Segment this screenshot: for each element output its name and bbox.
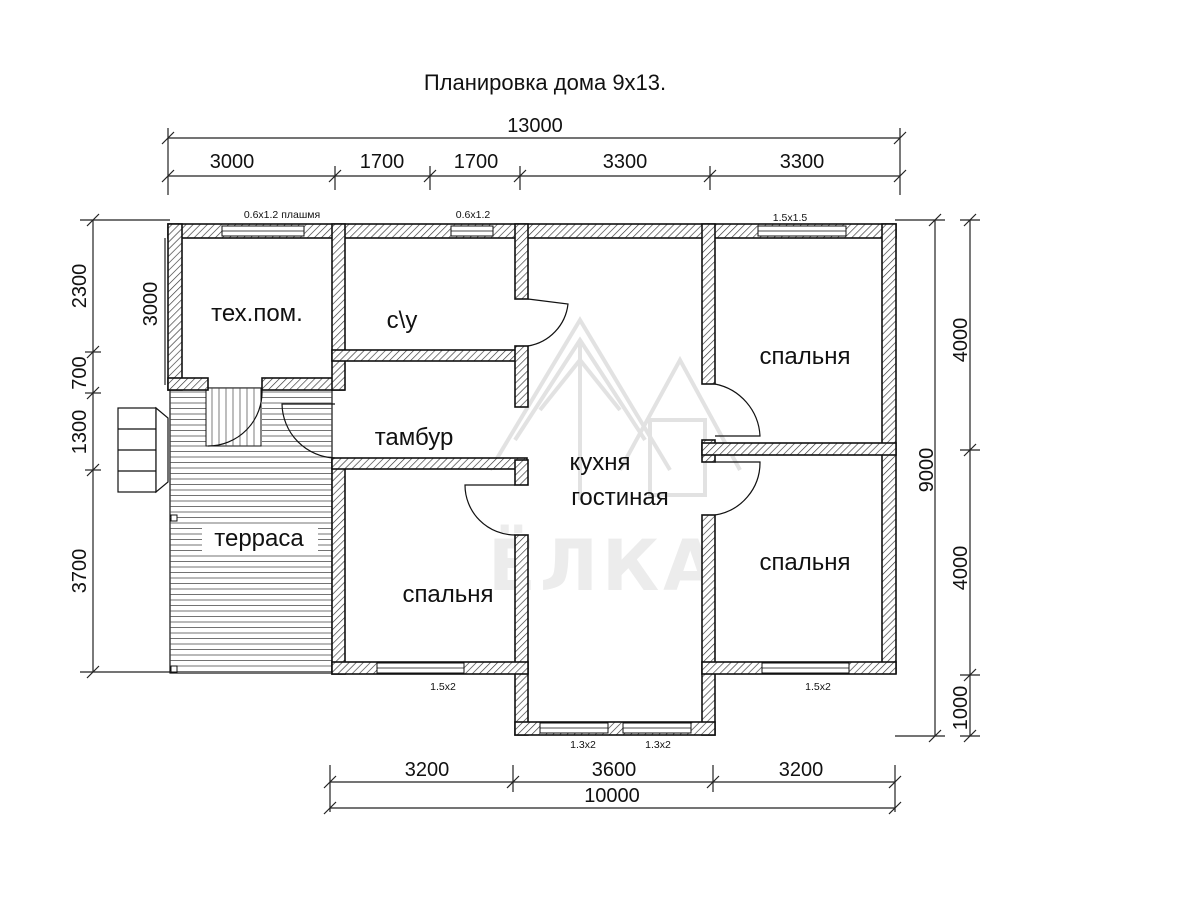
dimension-right: 9000 4000 4000 1000 [895, 213, 980, 743]
dim-right-3: 1000 [950, 686, 972, 731]
room-kitchen-line2: гостиная [571, 484, 669, 511]
room-bedroom-top-right: спальня [759, 343, 850, 370]
window-label-5: 1.3х2 [570, 739, 596, 751]
window-1 [221, 225, 305, 237]
door-bath [527, 298, 569, 347]
window-label-7: 1.5х2 [805, 681, 831, 693]
dim-bottom-total: 10000 [584, 785, 640, 807]
door-tech [207, 389, 263, 447]
room-tech: тех.пом. [211, 300, 303, 327]
dim-top-1: 3000 [210, 151, 255, 173]
dim-bottom-3: 3200 [779, 759, 824, 781]
doors [207, 298, 761, 536]
door-tambur [281, 403, 336, 459]
dim-right-1: 4000 [950, 318, 972, 363]
entrance-steps [117, 406, 169, 494]
room-tambur: тамбур [375, 424, 454, 451]
room-bath: с\у [387, 307, 418, 334]
dim-left-inner: 3000 [140, 282, 162, 327]
dim-left-1: 2300 [69, 264, 91, 309]
dim-left-2: 700 [69, 356, 91, 389]
dim-top-4: 3300 [603, 151, 648, 173]
dim-top-3: 1700 [454, 151, 499, 173]
plan-title: Планировка дома 9х13. [424, 70, 666, 95]
door-bedroom-tr [714, 383, 761, 437]
window-3 [757, 225, 847, 237]
terrace [169, 387, 333, 674]
dim-bottom-1: 3200 [405, 759, 450, 781]
room-bedroom-bottom-right: спальня [759, 549, 850, 576]
window-label-4: 1.5х2 [430, 681, 456, 693]
door-kitchen [464, 484, 516, 536]
dim-right-total: 9000 [916, 448, 938, 493]
dimension-bottom: 3200 3600 3200 10000 [323, 759, 902, 815]
room-kitchen-line1: кухня [569, 449, 630, 476]
window-4 [376, 662, 465, 674]
window-label-6: 1.3х2 [645, 739, 671, 751]
window-label-1: 0.6х1.2 плашмя [244, 209, 320, 221]
window-7 [761, 662, 850, 674]
dimension-top: 13000 3000 1700 1700 3300 3300 [161, 115, 907, 195]
dim-left-4: 3700 [69, 549, 91, 594]
dim-bottom-2: 3600 [592, 759, 637, 781]
door-bedroom-br [714, 461, 761, 516]
inner-staircase [205, 387, 262, 447]
window-label-3: 1.5х1.5 [773, 212, 808, 224]
dim-top-5: 3300 [780, 151, 825, 173]
dim-right-2: 4000 [950, 546, 972, 591]
window-2 [450, 225, 494, 237]
window-6 [622, 722, 692, 734]
room-terrace: терраса [214, 525, 304, 552]
dim-top-total: 13000 [507, 115, 563, 137]
dim-top-2: 1700 [360, 151, 405, 173]
window-5 [539, 722, 609, 734]
windows [221, 225, 850, 734]
window-label-2: 0.6х1.2 [456, 209, 491, 221]
dim-left-3: 1300 [69, 410, 91, 455]
room-bedroom-bottom-left: спальня [402, 581, 493, 608]
dimension-left: 2300 700 1300 3700 3000 [69, 213, 170, 679]
